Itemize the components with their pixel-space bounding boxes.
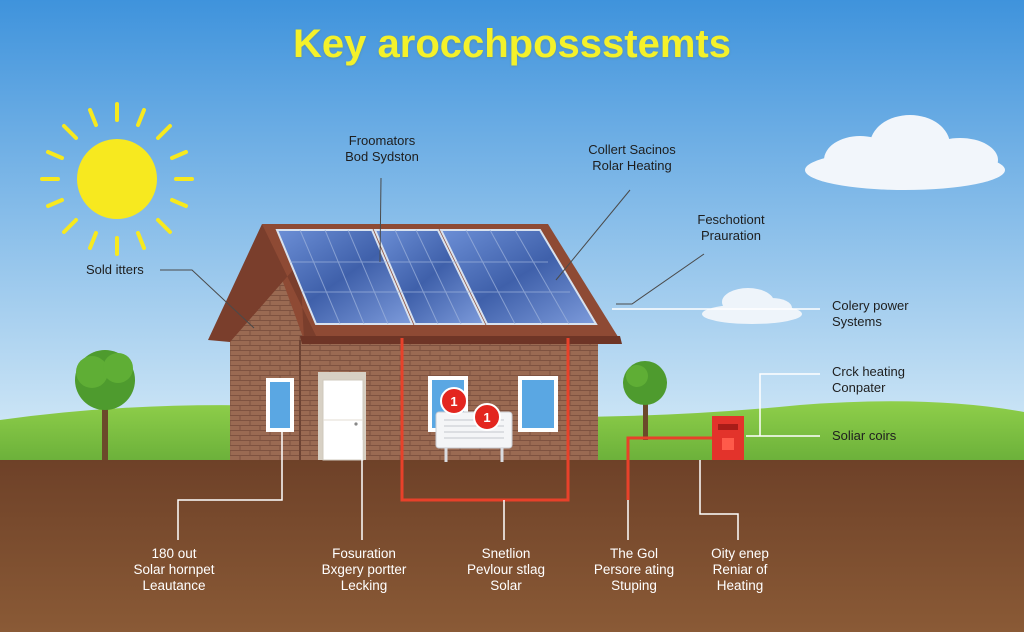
label-bottom-2: Fosuration Bxgery portter Lecking bbox=[321, 546, 407, 593]
tree-left-icon bbox=[75, 350, 135, 460]
house-door bbox=[318, 372, 366, 461]
page-title: Key arocchpossstemts bbox=[293, 22, 731, 66]
label-right-heating: Crck heating Conpater bbox=[832, 364, 905, 395]
label-right-power: Colery power Systems bbox=[832, 298, 909, 329]
label-bottom-5: Oity enep Reniar of Heating bbox=[711, 546, 769, 593]
window-right bbox=[518, 376, 558, 432]
label-bottom-3: Snetlion Pevlour stlag Solar bbox=[466, 546, 546, 593]
leader-lines bbox=[160, 177, 705, 329]
marker-number: 1 bbox=[483, 410, 490, 425]
sun-icon bbox=[40, 102, 194, 256]
marker-1-icon: 1 bbox=[440, 387, 468, 415]
marker-2-icon: 1 bbox=[473, 403, 501, 431]
label-left-side: Sold itters bbox=[86, 262, 144, 277]
solar-panel-array bbox=[275, 229, 598, 325]
underground-soil bbox=[0, 460, 1024, 632]
label-roof-right: Collert Sacinos Rolar Heating bbox=[588, 142, 676, 173]
label-bottom-1: 180 out Solar hornpet Leautance bbox=[133, 546, 215, 593]
cloud-icon bbox=[805, 115, 1005, 190]
control-box-icon bbox=[712, 416, 744, 460]
label-right-coils: Soliar coirs bbox=[832, 428, 897, 443]
heating-pipe-loop bbox=[400, 338, 570, 502]
label-roof-top: Froomators Bod Sydston bbox=[345, 133, 419, 164]
label-right-upper: Feschotiont Prauration bbox=[697, 212, 765, 243]
marker-number: 1 bbox=[450, 394, 457, 409]
heating-pipe-right bbox=[626, 436, 712, 500]
tree-right-icon bbox=[623, 361, 667, 440]
callout-lines bbox=[177, 308, 820, 540]
label-bottom-4: The Gol Persore ating Stuping bbox=[593, 546, 675, 593]
window-left bbox=[266, 378, 294, 432]
